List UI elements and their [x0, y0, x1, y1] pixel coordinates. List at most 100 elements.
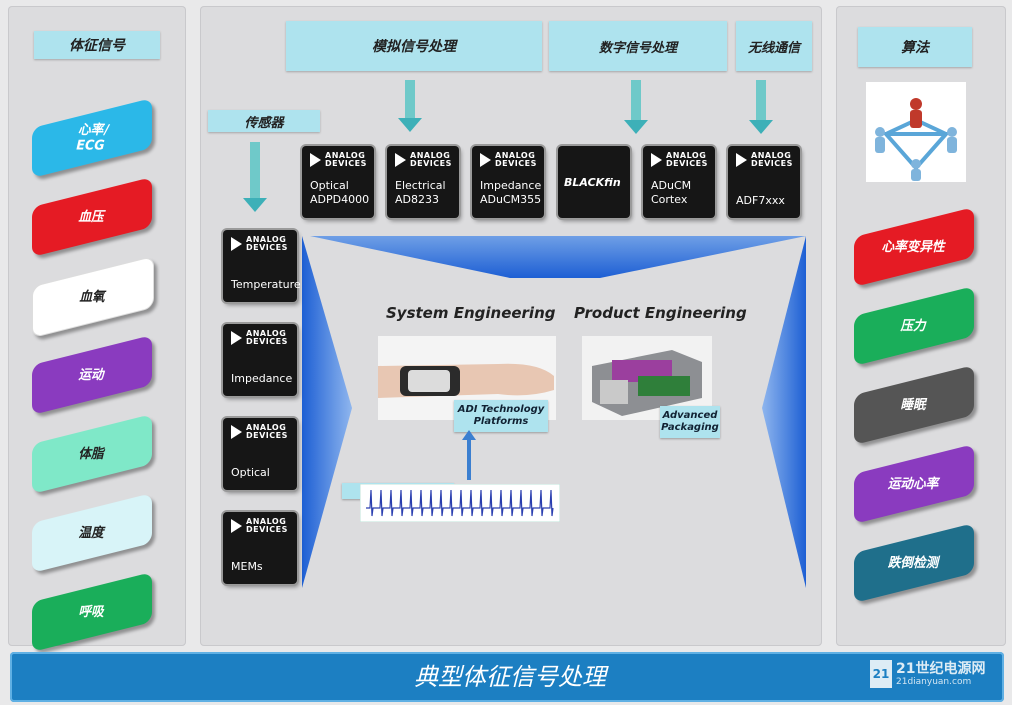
vital-sign-tile-label: 温度: [77, 525, 107, 541]
chip-text: Temperature: [231, 278, 301, 292]
chip-text: ADF7xxx: [736, 194, 785, 208]
blackfin-logo: BLACKfin: [564, 176, 621, 189]
adi-triangle-icon: [480, 153, 491, 167]
chip-text: MEMs: [231, 560, 263, 574]
logo-line1: ANALOG: [246, 423, 287, 432]
logo-line2: DEVICES: [666, 159, 708, 168]
logo-line2: DEVICES: [246, 243, 288, 252]
logo-line2: DEVICES: [246, 525, 288, 534]
logo-line2: DEVICES: [325, 159, 367, 168]
vital-sign-tile-label: 呼吸: [77, 604, 107, 620]
platforms-up-arrow: [467, 436, 471, 480]
funnel-left: [302, 236, 352, 588]
logo-line1: ANALOG: [751, 151, 792, 160]
vital-sign-tile-label: 运动: [77, 367, 107, 383]
arrow-wireless: [749, 80, 773, 134]
system-engineering-caption: System Engineering: [386, 304, 556, 322]
algorithm-tile-label: 心率变异性: [880, 239, 948, 255]
funnel-right: [762, 236, 806, 588]
adi-triangle-icon: [231, 519, 242, 533]
chip-text: Impedance: [231, 372, 292, 386]
adi-triangle-icon: [736, 153, 747, 167]
network-people-icon: [866, 82, 966, 182]
adi-triangle-icon: [310, 153, 321, 167]
vital-sign-tile-label: 体脂: [77, 446, 107, 462]
chip-line1: Impedance: [231, 372, 293, 385]
chip-line2: ADuCM355: [480, 193, 542, 206]
ecg-waveform: [360, 484, 560, 522]
watermark-logo: 21 21世纪电源网 21dianyuan.com: [870, 660, 985, 688]
chip-line2: Cortex: [651, 193, 688, 206]
watermark-text: 21世纪电源网: [896, 661, 986, 677]
vital-sign-tile-label: 血氧: [78, 289, 108, 305]
arrow-analog: [398, 80, 422, 132]
left-header: 体征信号: [34, 31, 160, 59]
chip-line1: MEMs: [231, 560, 263, 573]
sensor-header: 传感器: [208, 110, 320, 132]
chip-text: Optical: [231, 466, 270, 480]
logo-line1: ANALOG: [246, 235, 287, 244]
logo-line2: DEVICES: [246, 337, 288, 346]
funnel-top: [310, 236, 806, 278]
algorithm-tile-label: 压力: [899, 318, 929, 334]
logo-line2: DEVICES: [751, 159, 793, 168]
footer-title: 典型体征信号处理: [414, 663, 606, 691]
chip-line1: Temperature: [231, 278, 301, 291]
logo-line2: DEVICES: [246, 431, 288, 440]
footer-bar: [10, 652, 1004, 702]
chip-line1: Impedance: [480, 179, 542, 192]
adi-triangle-icon: [231, 425, 242, 439]
vital-sign-tile-label: 血压: [77, 209, 107, 225]
chip-line1: ADF7xxx: [736, 194, 785, 207]
funnel-graphic: [302, 236, 806, 588]
product-engineering-caption: Product Engineering: [574, 304, 747, 322]
platforms-up-arrowhead: [462, 430, 476, 440]
arrow-digital: [624, 80, 648, 134]
advanced-packaging-tag: Advanced Packaging: [660, 406, 720, 438]
algorithm-tile-label: 运动心率: [886, 476, 942, 492]
algorithm-tile-label: 睡眠: [899, 397, 929, 413]
vital-sign-tile-label: 心率/ ECG: [74, 122, 111, 154]
logo-line1: ANALOG: [246, 517, 287, 526]
logo-line2: DEVICES: [410, 159, 452, 168]
right-header: 算法: [858, 27, 972, 67]
digital-header: 数字信号处理: [549, 21, 727, 71]
adi-platforms-tag: ADI Technology Platforms: [454, 400, 548, 432]
watermark-badge-icon: 21: [870, 660, 892, 688]
logo-line1: ANALOG: [666, 151, 707, 160]
analog-header: 模拟信号处理: [286, 21, 542, 71]
adi-triangle-icon: [231, 331, 242, 345]
adi-triangle-icon: [395, 153, 406, 167]
logo-line1: ANALOG: [325, 151, 366, 160]
arrow-sensor: [243, 142, 267, 212]
logo-line1: ANALOG: [246, 329, 287, 338]
algorithm-tile-label: 跌倒检测: [886, 555, 942, 571]
chip-line2: ADPD4000: [310, 193, 370, 206]
adi-triangle-icon: [651, 153, 662, 167]
logo-line1: ANALOG: [495, 151, 536, 160]
blackfin-chip: BLACKfin: [558, 146, 630, 218]
chip-line2: AD8233: [395, 193, 439, 206]
logo-line2: DEVICES: [495, 159, 537, 168]
watermark-sub: 21dianyuan.com: [896, 677, 972, 687]
chip-line1: Optical: [231, 466, 270, 479]
